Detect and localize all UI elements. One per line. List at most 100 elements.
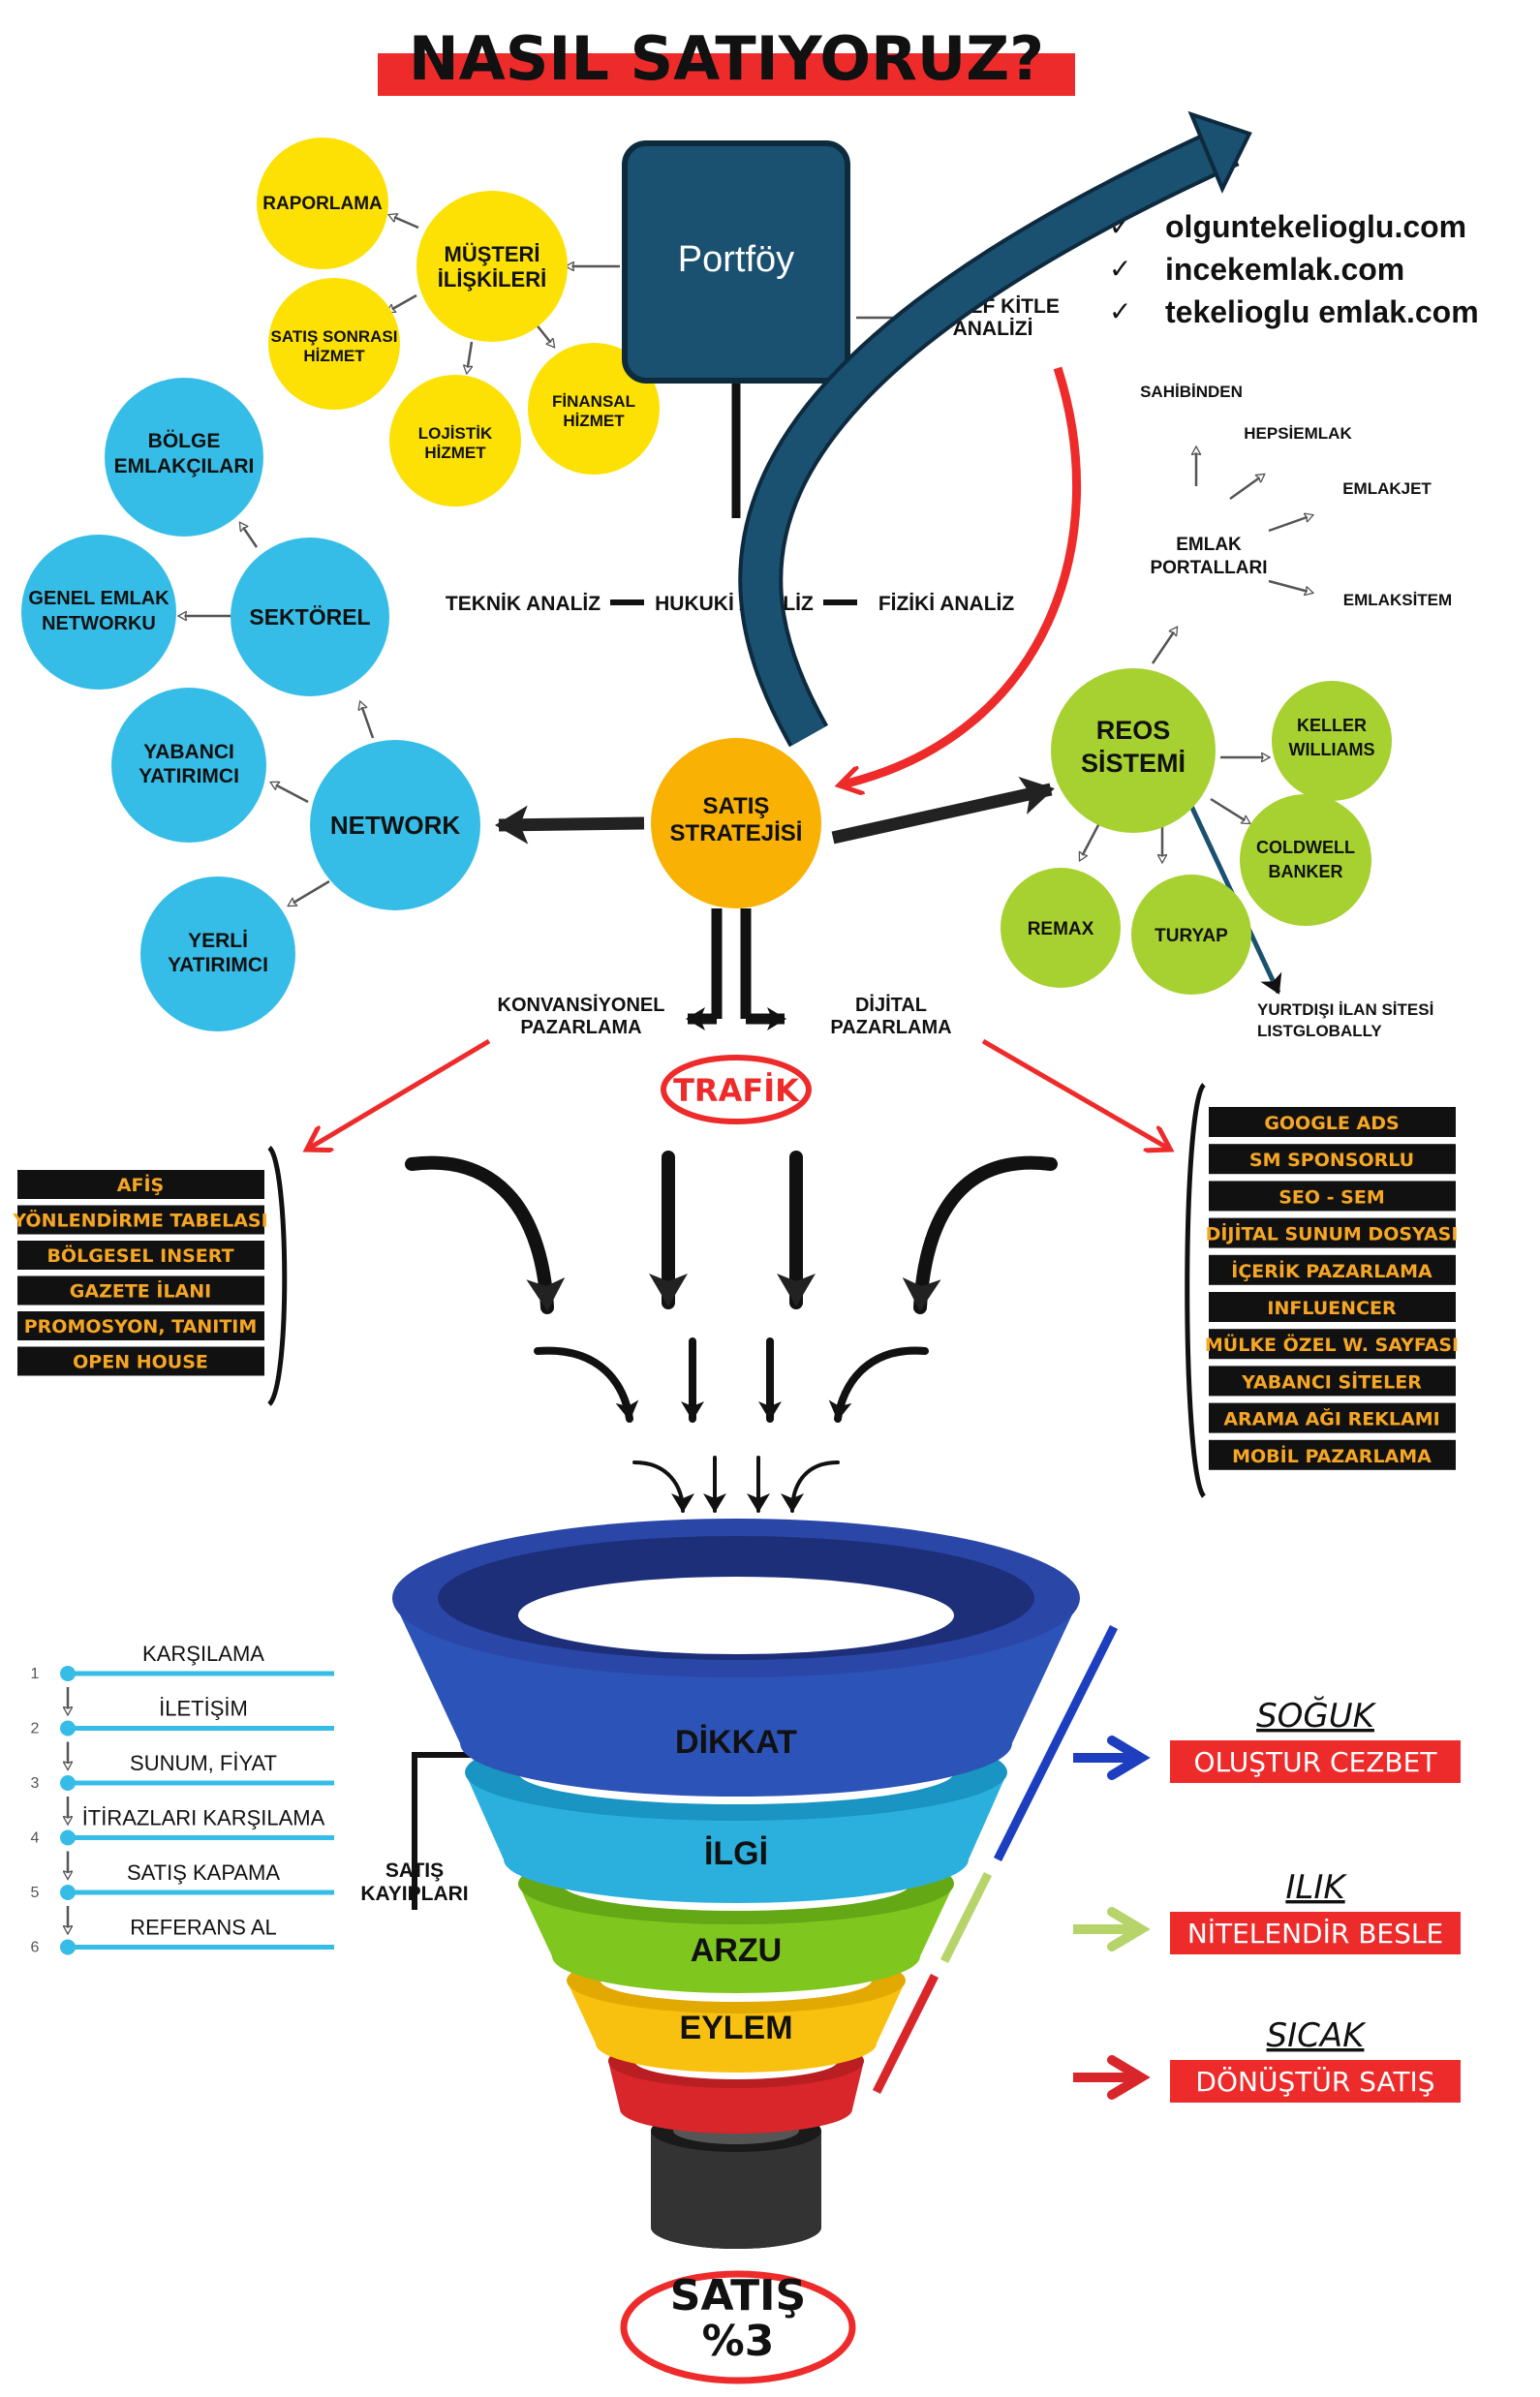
dig-item-box [1209,1254,1456,1285]
raporlama-label: RAPORLAMA [262,194,383,214]
stage-action-label: NİTELENDİR BESLE [1187,1918,1443,1950]
reos-label-2: SİSTEMİ [1081,749,1186,778]
stage-line-green [939,1871,993,1964]
yurtdisi-label-2: LISTGLOBALLY [1257,1022,1382,1040]
step-number: 4 [31,1830,40,1847]
conv-item-label: PROMOSYON, TANITIM [24,1316,258,1337]
navy-arrowhead [1187,110,1252,194]
traffic-arrows [405,1151,1058,1513]
step-dot [60,1939,76,1955]
page-title: NASIL SATIYORUZ? [409,23,1044,94]
hedef-label-2: ANALİZİ [953,318,1033,340]
dig-item-label: İÇERİK PAZARLAMA [1231,1259,1432,1282]
keller-circle [1272,681,1392,801]
right-cluster: SAHİBİNDEN HEPSİEMLAK EMLAKJET EMLAKSİTE… [1001,383,1452,1040]
dijital-label-1: DİJİTAL [855,994,927,1016]
conv-item-box [17,1170,264,1199]
conv-item-box [17,1275,264,1306]
conv-item-box [17,1241,264,1270]
conv-item-box [17,1311,264,1340]
step-label: İTİRAZLARI KARŞILAMA [82,1806,325,1830]
portfoy-box [622,140,850,384]
stage-title: SICAK [1267,2016,1368,2055]
yerli-label-2: YATIRIMCI [168,954,268,976]
yabanci-label-1: YABANCI [143,741,234,763]
marketing-split: KONVANSİYONEL PAZARLAMA DİJİTAL PAZARLAM… [310,908,1167,1148]
coldwell-circle [1240,794,1371,926]
satis-stratejisi-label-1: SATIŞ [703,793,770,819]
dig-item-box [1209,1181,1456,1212]
stage-arrowhead [1107,1736,1151,1780]
remax-label: REMAX [1028,919,1094,939]
title-highlight [378,53,1075,96]
check-icon: ✓ [1109,253,1131,285]
navy-arrow [742,128,1238,746]
musteri-cluster: RAPORLAMA MÜŞTERİ İLİŞKİLERİ SATIŞ SONRA… [257,138,660,507]
website-1: olguntekelioglu.com [1165,209,1466,244]
step-number: 6 [31,1940,40,1956]
step-dot [60,1829,76,1846]
lojistik-circle [389,375,521,507]
stage-line-red [872,1973,939,2095]
stage-action-box [1170,1912,1461,1954]
funnel-arzu: ARZU [691,1932,782,1969]
genel-label-2: NETWORKU [42,613,156,634]
genel-label-1: GENEL EMLAK [28,588,169,609]
reos-circle [1051,668,1216,833]
dig-item-box [1209,1329,1456,1360]
remax-circle [1001,868,1121,988]
satis-sonrasi-label-2: HİZMET [303,347,365,365]
dig-item-label: SM SPONSORLU [1249,1150,1414,1171]
step-label: İLETİŞİM [159,1697,248,1721]
dig-item-box [1209,1107,1456,1137]
step-label: KARŞILAMA [142,1642,264,1666]
stage-line-blue [993,1624,1119,1862]
result-ellipse [620,2270,856,2384]
sektorel-circle [231,538,389,696]
satis-sonrasi-label-1: SATIŞ SONRASI [271,327,398,346]
conv-item-label: BÖLGESEL INSERT [46,1244,233,1267]
turyap-label: TURYAP [1155,926,1228,946]
funnel-ilgi: İLGİ [704,1835,768,1872]
trafik-ellipse [661,1055,812,1124]
stage-title: ILIK [1285,1868,1347,1907]
yabanci-circle [111,688,266,843]
yabanci-label-2: YATIRIMCI [139,765,239,787]
website-2: incekemlak.com [1165,252,1404,287]
dig-bracket [1185,1083,1207,1498]
teknik-analiz: TEKNİK ANALİZ [446,593,601,615]
result-label-1: SATIŞ [670,2271,806,2320]
turyap-circle [1131,875,1251,995]
stage-arrowhead [1107,1907,1151,1951]
dig-item-box [1209,1366,1456,1397]
result-label-2: %3 [702,2317,775,2366]
bolge-label-1: BÖLGE [148,430,221,452]
dig-item-label: GOOGLE ADS [1264,1113,1399,1134]
conv-item-box [17,1205,264,1235]
dig-item-box [1209,1217,1456,1248]
musteri-label-2: İLİŞKİLERİ [438,267,546,292]
musteri-circle [416,191,568,342]
lojistik-label-2: HİZMET [424,444,486,462]
dijital-label-2: PAZARLAMA [830,1017,951,1038]
fiziki-analiz: FİZİKİ ANALİZ [878,593,1015,615]
step-dot [60,1885,76,1900]
step-label: REFERANS AL [130,1916,277,1940]
stage-action-label: DÖNÜŞTÜR SATIŞ [1195,2065,1434,2098]
left-cluster: BÖLGE EMLAKÇILARI SEKTÖREL GENEL EMLAK N… [21,378,645,1031]
satis-stratejisi-label-2: STRATEJİSİ [670,820,803,846]
funnel: EYLEM ARZU İLGİ DİKKAT [392,1519,1080,2249]
stage-arrowhead [1107,2055,1151,2100]
hukuki-analiz: HUKUKİ ANALİZ [655,593,814,615]
satis-stratejisi-circle [651,738,821,908]
bolge-circle [105,378,263,537]
coldwell-label-2: BANKER [1268,862,1342,881]
dig-item-label: INFLUENCER [1267,1298,1397,1319]
network-circle [310,740,480,910]
finansal-circle [528,343,660,475]
step-number: 1 [31,1666,40,1682]
